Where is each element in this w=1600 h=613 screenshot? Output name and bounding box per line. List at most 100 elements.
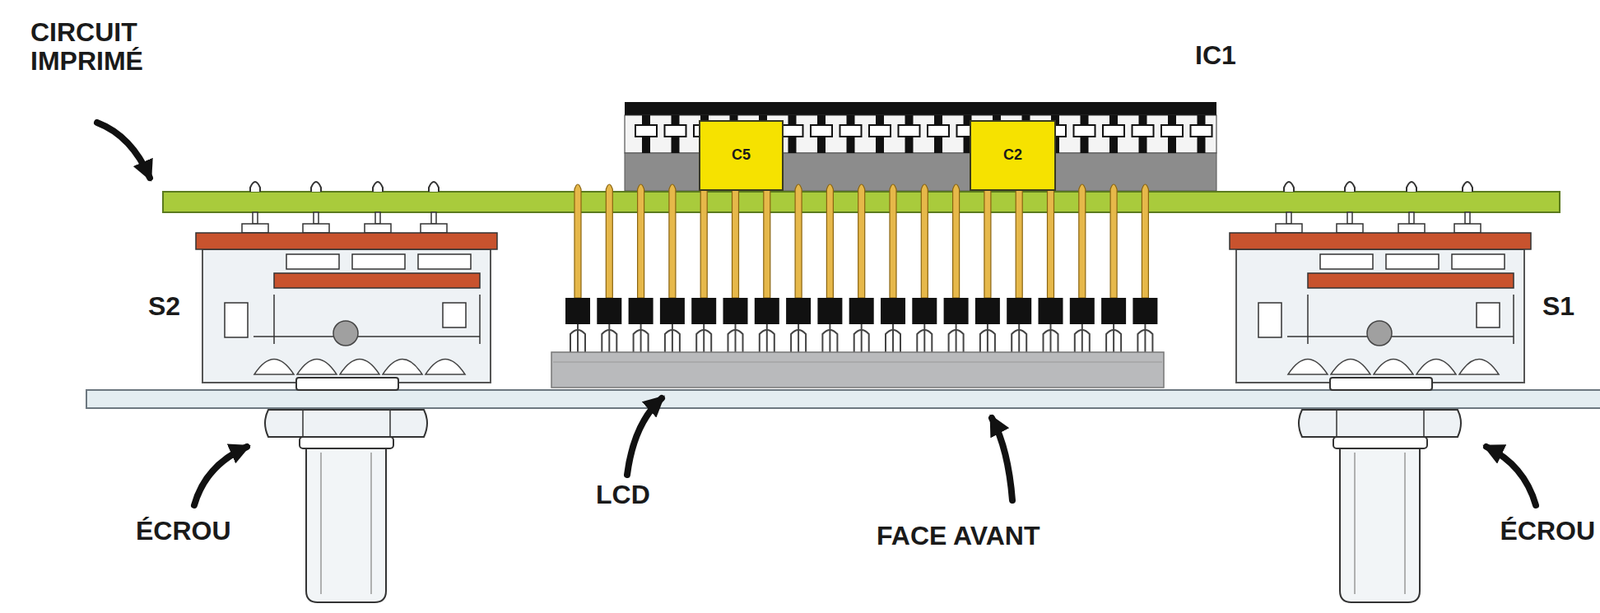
ic-pin-window <box>781 125 804 137</box>
nut-face <box>389 410 391 437</box>
switch-pin-base <box>1275 223 1303 233</box>
gold-pin <box>574 184 582 298</box>
lcd-contact-leg <box>923 324 926 354</box>
lcd-contact-leg <box>1050 324 1052 354</box>
switch-pin-top <box>372 181 383 192</box>
switch-pin-base <box>302 223 330 233</box>
switch-pin <box>252 212 258 224</box>
gold-pin <box>700 184 707 298</box>
ic-pin-window <box>1074 125 1096 137</box>
lcd-contact-leg <box>1144 324 1146 354</box>
switch-pin-top <box>311 181 321 192</box>
gold-pin <box>858 184 866 298</box>
ic-top-bar <box>624 102 1217 116</box>
switch-detent <box>425 359 466 376</box>
ic-pin-window <box>665 125 687 137</box>
gold-pin <box>732 184 740 298</box>
ic-pin-window <box>869 125 891 137</box>
ic-pin-window <box>898 125 921 137</box>
switch-pin <box>1465 212 1470 224</box>
lcd-contact-leg <box>576 324 579 354</box>
switch-window <box>418 254 471 270</box>
pin-spacer <box>975 297 1000 325</box>
switch-rotor <box>274 273 480 289</box>
shaft <box>1339 448 1420 603</box>
pin-spacer <box>911 297 937 325</box>
ic-pin-window <box>1161 125 1183 137</box>
pin-spacer <box>817 297 842 325</box>
ic-pin-window <box>1132 125 1154 137</box>
part-label: C5 <box>731 147 751 164</box>
switch-pin <box>1347 212 1353 224</box>
pin-spacer <box>786 297 811 325</box>
switch-detent <box>1416 359 1456 376</box>
switch-slot <box>442 302 466 328</box>
pin-spacer <box>1069 297 1095 325</box>
lcd-contact-leg <box>1018 324 1020 354</box>
ic-pin-window <box>635 125 657 137</box>
switch-pin-top <box>250 181 261 192</box>
pin-spacer <box>1038 297 1064 325</box>
lcd-contact-leg <box>1081 324 1084 354</box>
switch-wafer <box>195 232 498 250</box>
ic-pin-window <box>840 125 862 137</box>
lcd-contact-leg <box>797 324 800 354</box>
switch-pin-top <box>1344 181 1355 192</box>
switch-detent <box>297 359 337 376</box>
shaft-shade <box>320 452 322 595</box>
part-name: S2 <box>148 292 181 321</box>
switch-frame <box>1287 335 1514 338</box>
nut-face <box>302 410 304 437</box>
switch-window <box>1386 254 1439 270</box>
pin-spacer <box>596 297 622 325</box>
switch-pin-top <box>428 181 439 192</box>
lcd-contact-leg <box>860 324 863 354</box>
switch-pin-top <box>1406 181 1417 192</box>
switch-detent <box>339 359 380 376</box>
switch-slot <box>1258 302 1282 338</box>
gold-pin <box>1079 184 1086 298</box>
switch-pin <box>375 212 381 224</box>
shaft-shade <box>1353 452 1356 595</box>
lcd-contact-leg <box>608 324 610 354</box>
gold-pin <box>984 184 991 298</box>
nut <box>265 409 428 438</box>
switch-window <box>352 254 405 270</box>
pin-spacer <box>754 297 780 325</box>
part-name: FACE AVANT <box>876 521 1041 551</box>
pin-spacer <box>691 297 717 325</box>
gold-pin <box>763 184 771 298</box>
ic-socket <box>624 102 1217 191</box>
lcd-contact-leg <box>1112 324 1115 354</box>
gold-pin <box>669 184 676 298</box>
lcd-contact-leg <box>640 324 642 354</box>
switch-pin <box>313 212 319 224</box>
ic-pin-window <box>1190 125 1213 137</box>
pin-spacer <box>849 297 875 325</box>
pin-spacer <box>1101 297 1126 325</box>
callout-arrow <box>97 122 150 178</box>
switch-ball <box>333 320 359 346</box>
gold-pin <box>1047 184 1055 298</box>
gold-pin <box>1110 184 1117 298</box>
lcd-glass <box>551 352 1164 388</box>
rotary-switch <box>1229 181 1531 603</box>
switch-window <box>1320 254 1373 270</box>
switch-slot <box>1476 302 1500 328</box>
gold-pin <box>1015 184 1023 298</box>
switch-detent <box>254 359 294 376</box>
lcd-contact-leg <box>671 324 674 354</box>
pin-spacer <box>944 297 969 325</box>
bushing <box>299 437 394 449</box>
lcd-contact-leg <box>955 324 958 354</box>
pin-spacer <box>1132 297 1158 325</box>
switch-detent <box>1373 359 1414 376</box>
washer <box>1330 377 1433 391</box>
lcd-contact-leg <box>986 324 989 354</box>
lcd-contact-leg <box>702 324 705 354</box>
callout-arrow <box>627 398 662 475</box>
part-name: ÉCROU <box>135 516 232 546</box>
switch-pin <box>1286 212 1292 224</box>
pin-spacer <box>628 297 654 325</box>
